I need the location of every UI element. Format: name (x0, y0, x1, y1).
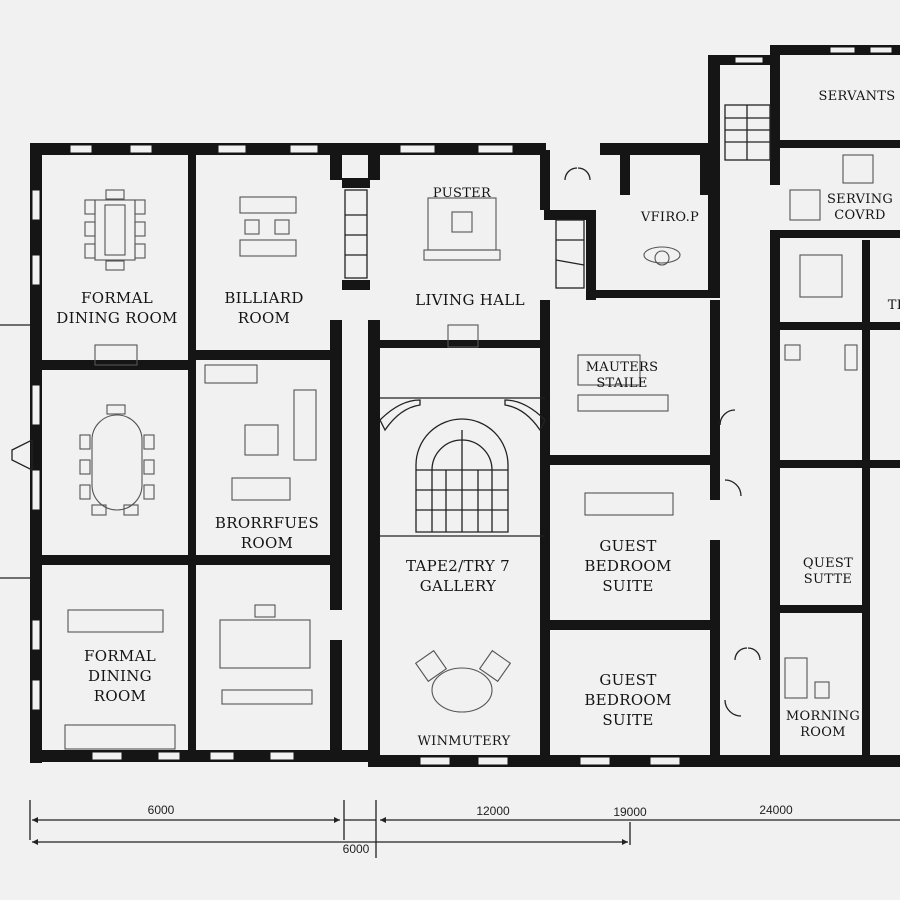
interior-walls (36, 140, 900, 760)
dimension-label-6000-lower: 6000 (342, 842, 370, 856)
dimension-label-6000: 6000 (147, 803, 175, 817)
room-label-wirop: VFIRO.P (640, 210, 700, 225)
room-label-morning-room: MORNING ROOM (785, 709, 861, 740)
windows (31, 46, 893, 766)
room-label-serving-corridor: SERVING COVRD (826, 192, 894, 223)
room-label-winmutery: WINMUTERY (417, 734, 511, 749)
room-label-billiard-room: BILLIARD ROOM (224, 289, 304, 327)
room-label-brorrfues-room: BRORRFUES ROOM (214, 514, 320, 552)
room-label-mauters-staile: MAUTERS STAILE (585, 360, 659, 391)
room-label-formal-dining-room-2: FORMAL DINING ROOM (84, 647, 156, 705)
arched-window (379, 397, 546, 537)
stairs (344, 104, 771, 289)
room-label-quest-sutte: QUEST SUTTE (802, 556, 854, 587)
living-hall-sign: PUSTER (432, 186, 492, 201)
room-label-living-hall: LIVING HALL (415, 291, 525, 309)
room-label-tapestry-gallery: TAPE2/TRY 7 GALLERY (405, 557, 511, 595)
furniture (64, 154, 874, 750)
room-label-ti: TI (887, 298, 900, 313)
room-label-servants: SERVANTS (818, 89, 896, 104)
room-label-formal-dining-room: FORMAL DINING ROOM (56, 289, 178, 327)
dimension-label-19000: 19000 (613, 805, 647, 819)
dimension-lines (29, 800, 900, 858)
dimension-label-12000: 12000 (476, 804, 510, 818)
room-label-guest-bedroom-suite-1: GUEST BEDROOM SUITE (584, 537, 672, 595)
doors (0, 167, 761, 717)
dimension-label-24000: 24000 (759, 803, 793, 817)
room-label-guest-bedroom-suite-2: GUEST BEDROOM SUITE (584, 671, 672, 729)
